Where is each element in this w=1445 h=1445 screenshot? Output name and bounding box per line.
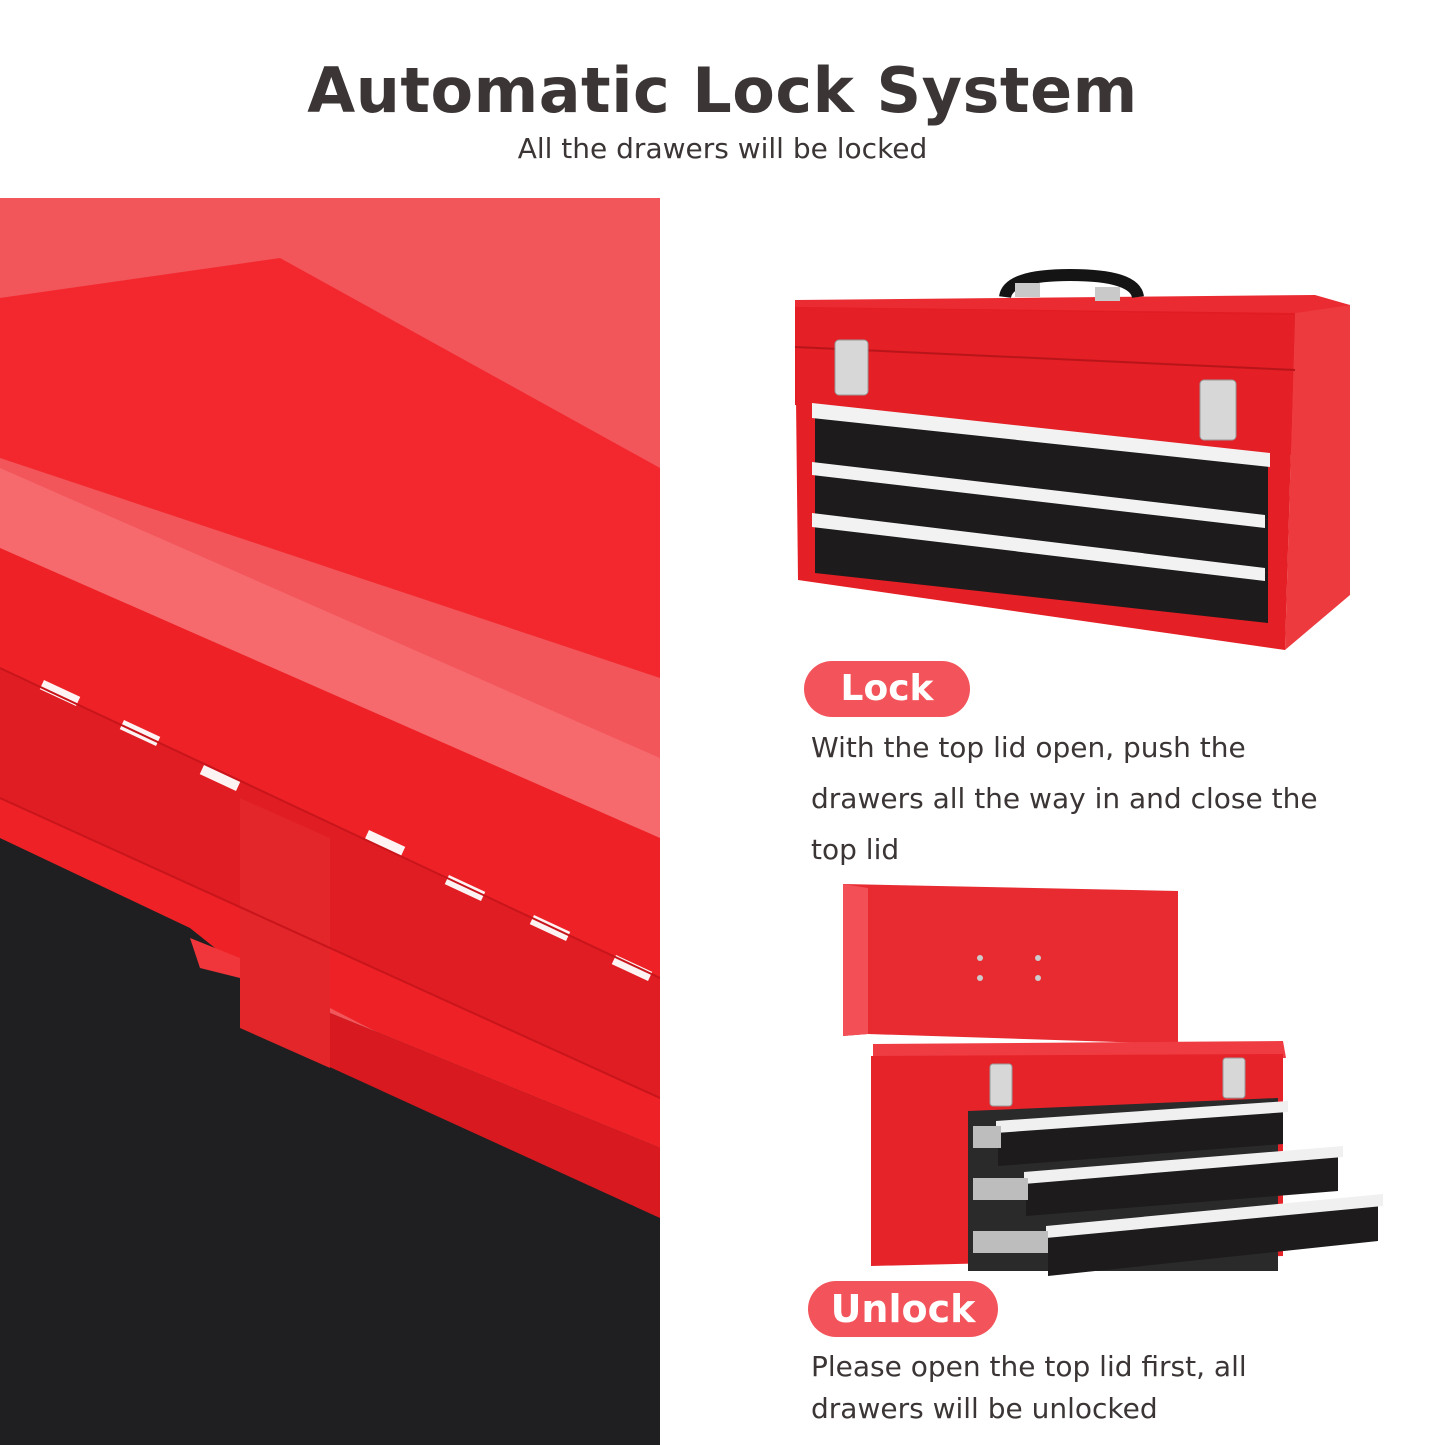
unlock-description: Please open the top lid first, all drawe… <box>811 1350 1247 1425</box>
lock-badge: Lock <box>804 661 970 717</box>
toolbox-closed-image <box>790 255 1355 655</box>
page-subtitle: All the drawers will be locked <box>517 132 928 165</box>
toolbox-open-icon <box>843 884 1383 1276</box>
hinge-closeup-image <box>0 198 660 1445</box>
page-title: Automatic Lock System <box>307 54 1138 127</box>
toolbox-closed-icon <box>794 268 1350 650</box>
toolbox-open-image <box>838 876 1388 1281</box>
hinge-lock-icon <box>0 198 660 1445</box>
lock-description: With the top lid open, push the drawers … <box>811 731 1318 866</box>
unlock-badge: Unlock <box>808 1281 998 1337</box>
